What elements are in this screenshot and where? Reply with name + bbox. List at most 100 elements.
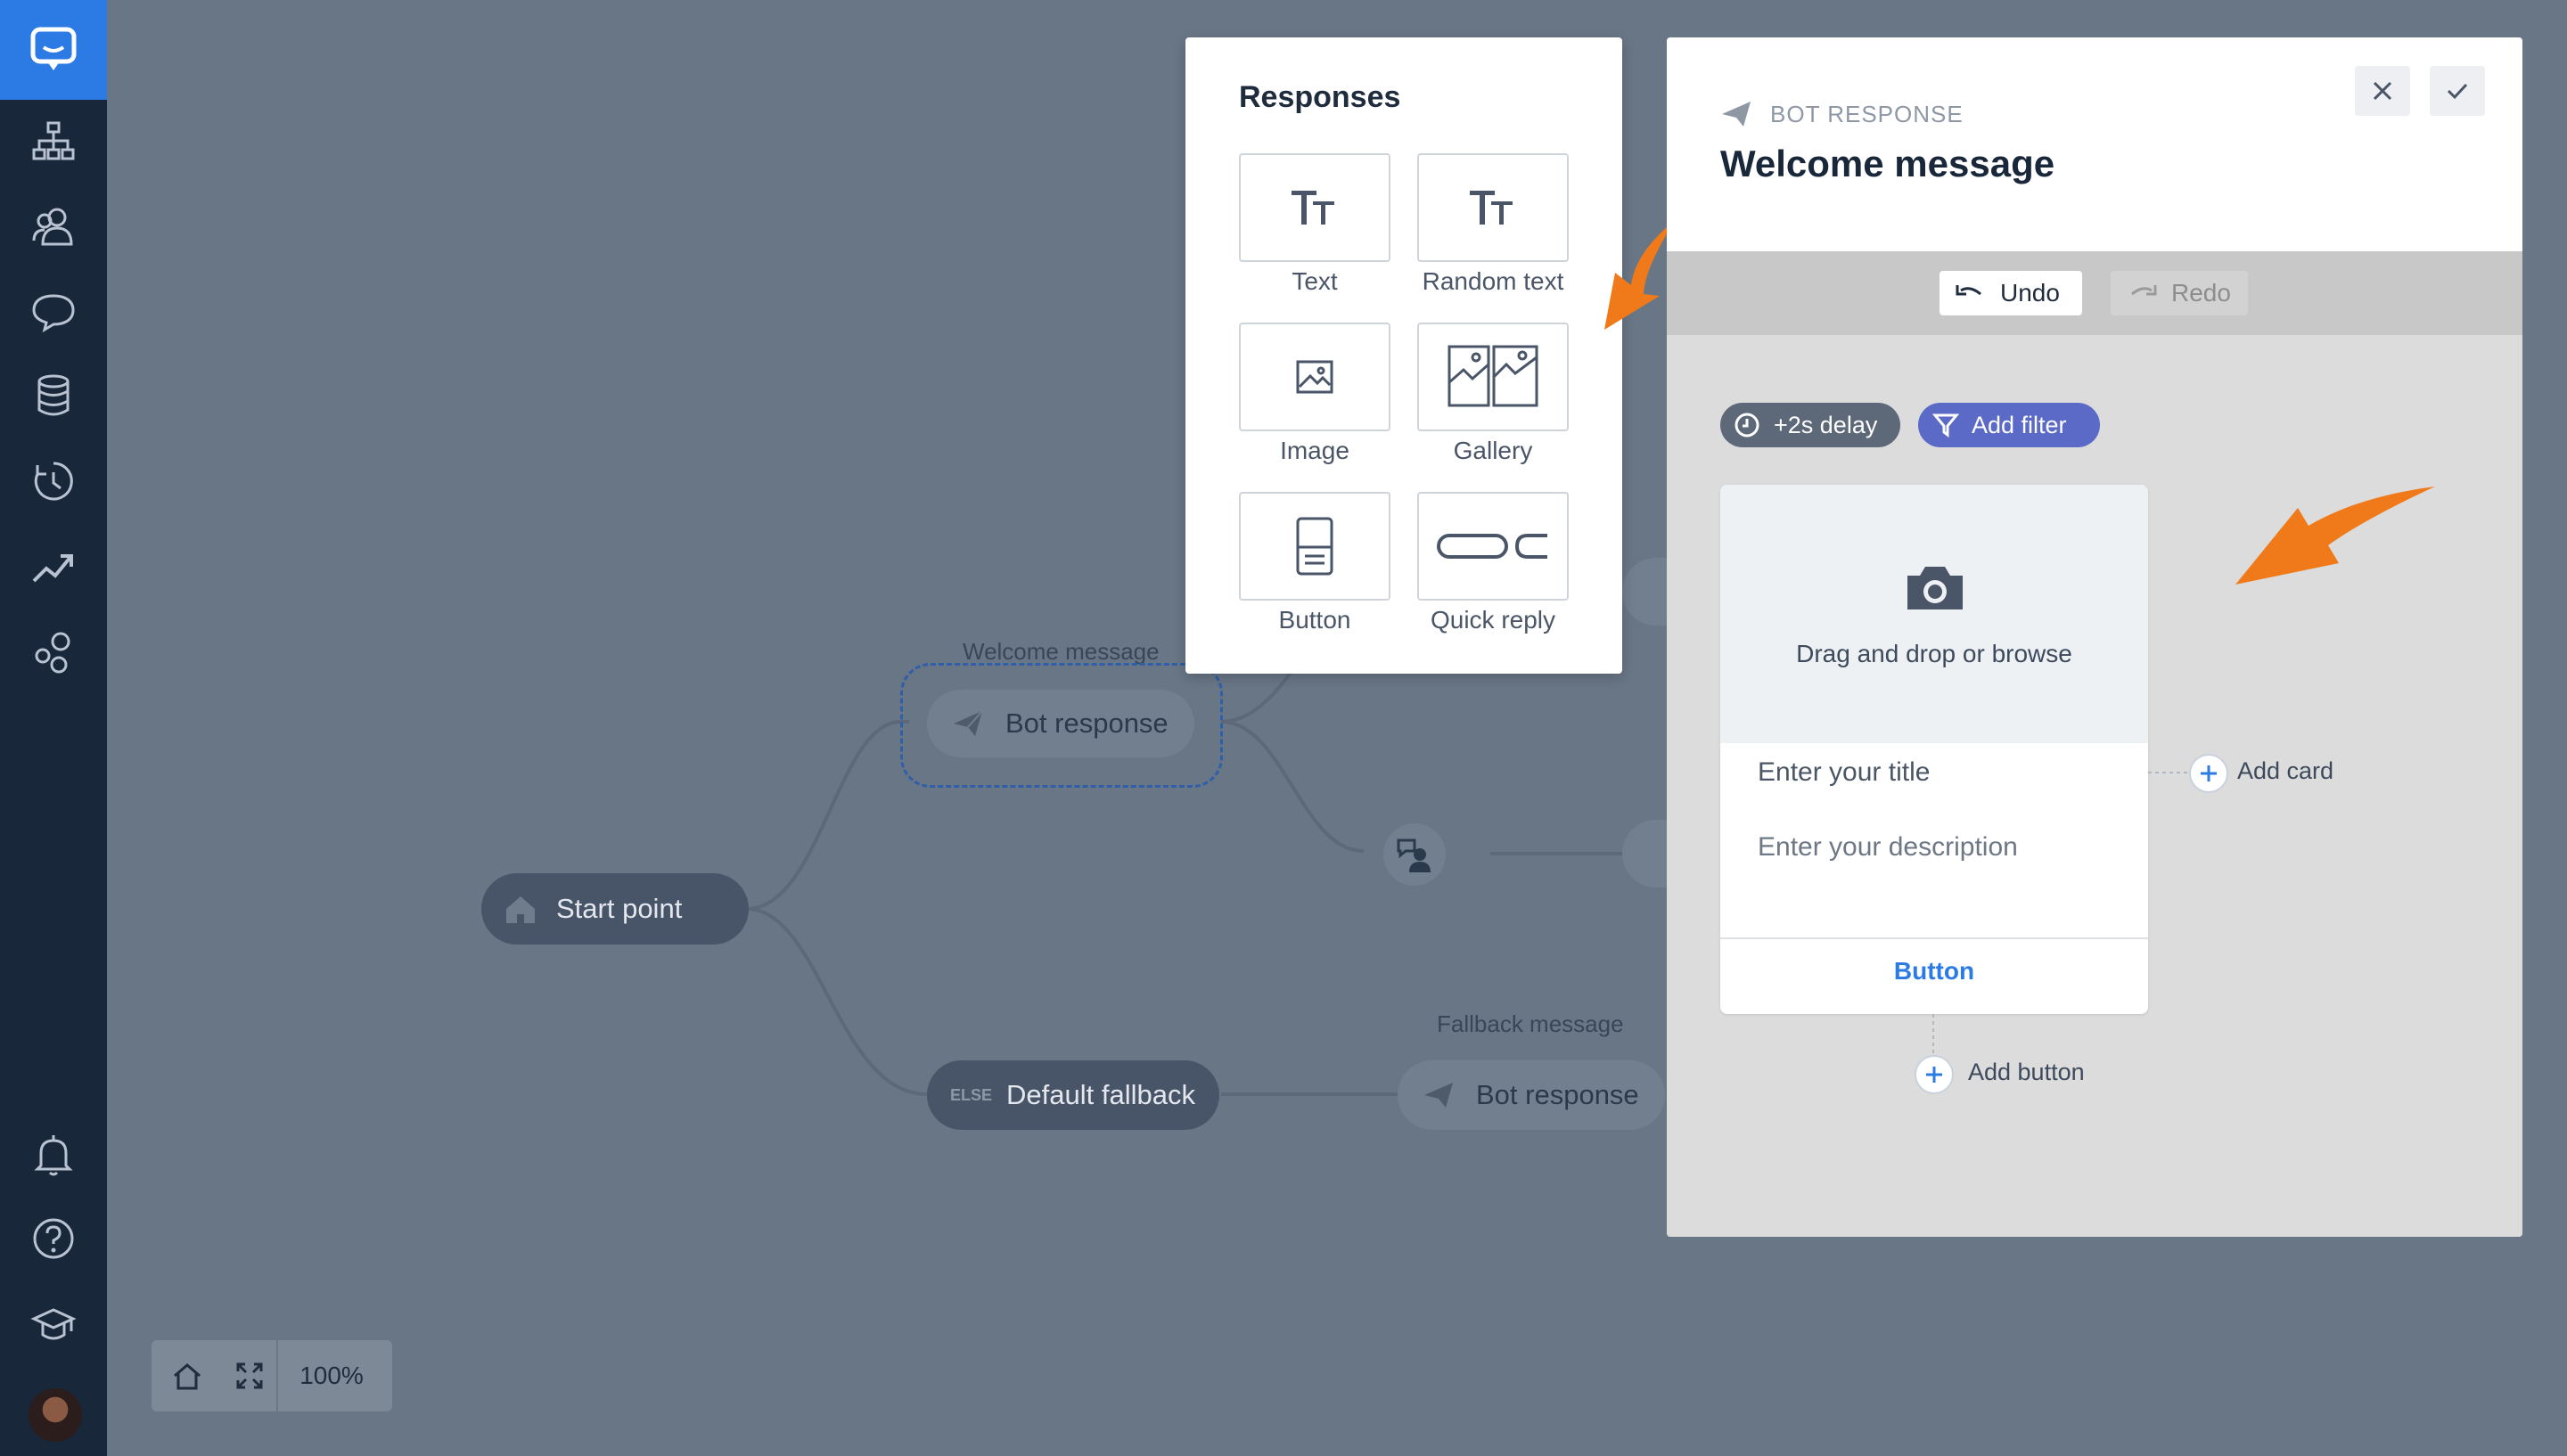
fallback-bot-response-node[interactable]: Bot response [1398,1060,1665,1130]
delay-label: +2s delay [1774,411,1878,438]
default-fallback-node[interactable]: ELSE Default fallback [927,1060,1219,1130]
editor-title: Welcome message [1720,143,2055,184]
redo-icon [2131,285,2157,296]
confirm-button[interactable] [2430,66,2485,116]
else-tag: ELSE [950,1085,993,1104]
responses-title: Responses [1239,80,1401,114]
agent-icon [1397,838,1431,872]
zoom-level[interactable]: 100% [299,1362,364,1389]
default-fallback-label: Default fallback [1006,1079,1195,1110]
add-button-label[interactable]: Add button [1968,1059,2085,1085]
editor-kind: BOT RESPONSE [1720,100,1964,128]
sidebar [0,0,107,1456]
avatar[interactable] [27,1386,84,1444]
bot-response-editor: BOT RESPONSE Welcome message Undo Redo +… [1667,37,2522,1237]
help-icon[interactable] [27,1212,80,1265]
response-quick-reply[interactable]: Quick reply [1417,492,1569,634]
bell-icon[interactable] [27,1128,80,1182]
gallery-card: Drag and drop or browse Enter your title… [1720,485,2148,1014]
gallery-icon [1448,345,1538,407]
home-icon [174,1363,201,1390]
circles-icon[interactable] [27,626,80,679]
response-text[interactable]: Text [1239,153,1390,296]
editor-header: BOT RESPONSE Welcome message [1667,37,2522,251]
response-label: Gallery [1453,437,1533,464]
random-text-icon [1470,191,1513,225]
agent-node[interactable] [1383,823,1446,886]
fallback-message-label: Fallback message [1437,1010,1624,1037]
start-point-label: Start point [556,893,683,924]
response-gallery[interactable]: Gallery [1417,323,1569,465]
paper-plane-icon [954,710,983,736]
divider [1720,937,2148,939]
welcome-bot-response-node[interactable]: Bot response [927,690,1194,757]
editor-body: +2s delay Add filter Drag and drop or br… [1667,335,2522,1237]
home-view-button[interactable] [152,1340,223,1411]
editor-toolbar: Undo Redo [1667,251,2522,335]
expand-icon [236,1362,263,1389]
redo-label: Redo [2171,279,2231,307]
card-description-input[interactable]: Enter your description [1758,832,2018,862]
start-point-node[interactable]: Start point [481,873,749,945]
text-icon [1292,191,1334,225]
delay-chip[interactable]: +2s delay [1720,403,1900,447]
divider [276,1340,278,1411]
undo-label: Undo [2000,279,2060,307]
plus-icon [2201,765,2217,781]
chat-bubble-icon[interactable] [27,285,80,339]
home-icon [506,896,535,923]
plus-icon [1926,1067,1942,1083]
hierarchy-icon[interactable] [27,114,80,168]
fallback-node-label: Bot response [1476,1079,1639,1110]
history-icon[interactable] [27,454,80,508]
connector-line [2148,772,2193,773]
users-icon[interactable] [27,200,80,253]
card-title-input[interactable]: Enter your title [1758,757,1931,787]
fit-view-button[interactable] [223,1340,276,1411]
welcome-node-label: Bot response [1005,708,1169,739]
paper-plane-icon [1722,102,1751,127]
filter-icon [1932,413,1959,438]
add-card-button[interactable] [2189,754,2228,793]
check-icon [2447,83,2468,100]
graduation-cap-icon[interactable] [27,1297,80,1351]
undo-icon [1956,285,1981,296]
annotation-arrow-icon [2235,487,2435,585]
response-label: Image [1280,437,1349,464]
selected-node-outline [900,663,1223,788]
add-button-button[interactable] [1915,1055,1954,1094]
card-button[interactable]: Button [1893,957,1975,985]
camera-icon [1907,567,1963,609]
responses-panel: Responses Text Random text Image Gallery… [1185,37,1622,674]
trending-icon[interactable] [27,540,80,593]
card-media-dropzone[interactable]: Drag and drop or browse [1720,485,2148,743]
close-button[interactable] [2355,66,2410,116]
add-card-label[interactable]: Add card [2237,757,2334,784]
response-label: Random text [1422,267,1564,295]
database-icon[interactable] [27,369,80,422]
close-icon [2373,81,2392,101]
flow-connectors [746,623,1622,1096]
quick-reply-icon [1437,534,1547,559]
editor-kind-label: BOT RESPONSE [1770,100,1964,127]
add-filter-label: Add filter [1972,411,2067,438]
chat-logo-icon[interactable] [0,0,107,100]
paper-plane-icon [1424,1083,1453,1108]
welcome-message-label: Welcome message [963,638,1160,665]
connector-line [1932,1014,1934,1059]
media-dropzone-text: Drag and drop or browse [1796,640,2072,667]
response-random-text[interactable]: Random text [1417,153,1569,296]
response-label: Button [1278,606,1351,634]
flow-canvas[interactable]: Start point Welcome message Bot response… [107,0,2567,1456]
clock-icon [1735,413,1759,438]
response-image[interactable]: Image [1239,323,1390,465]
response-button[interactable]: Button [1239,492,1390,634]
response-label: Text [1292,267,1338,295]
zoom-controls: 100% [152,1340,392,1411]
button-icon [1296,517,1333,576]
image-icon [1296,360,1333,394]
add-filter-button[interactable]: Add filter [1918,403,2100,447]
annotation-arrow-icon [1604,221,1674,330]
undo-button[interactable]: Undo [1940,271,2082,315]
redo-button[interactable]: Redo [2111,271,2248,315]
